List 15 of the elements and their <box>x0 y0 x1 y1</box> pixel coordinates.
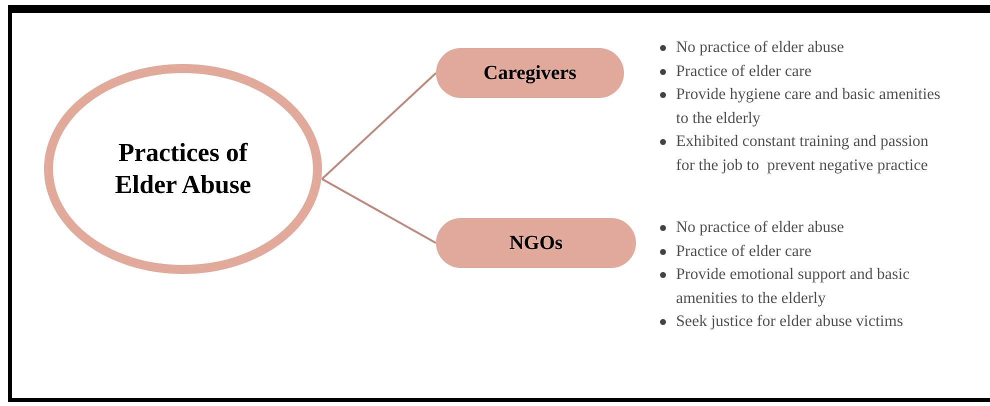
bullet-text: No practice of elder abuse <box>676 218 844 238</box>
bullet-text: Practice of elder care <box>676 242 812 262</box>
connector-line <box>322 178 436 244</box>
pill-node <box>436 48 624 98</box>
bullet-text: Practice of elder care <box>676 62 812 82</box>
node-label: Caregivers <box>484 61 576 86</box>
bullet-text: Exhibited constant training and passion for the job to prevent negative practice <box>676 132 930 176</box>
pill-node <box>436 218 636 268</box>
bullet-text: Seek justice for elder abuse victims <box>676 312 904 332</box>
node-label: Practices of Elder Abuse <box>114 137 252 201</box>
node-label: NGOs <box>509 231 563 256</box>
bullet-text: Provide emotional support and basic amenities to the elderly <box>676 265 910 308</box>
bullet-text: No practice of elder abuse <box>676 38 844 58</box>
bullet-text: Provide hygiene care and basic amenities to the elderly <box>676 85 942 128</box>
connector-line <box>321 72 437 180</box>
